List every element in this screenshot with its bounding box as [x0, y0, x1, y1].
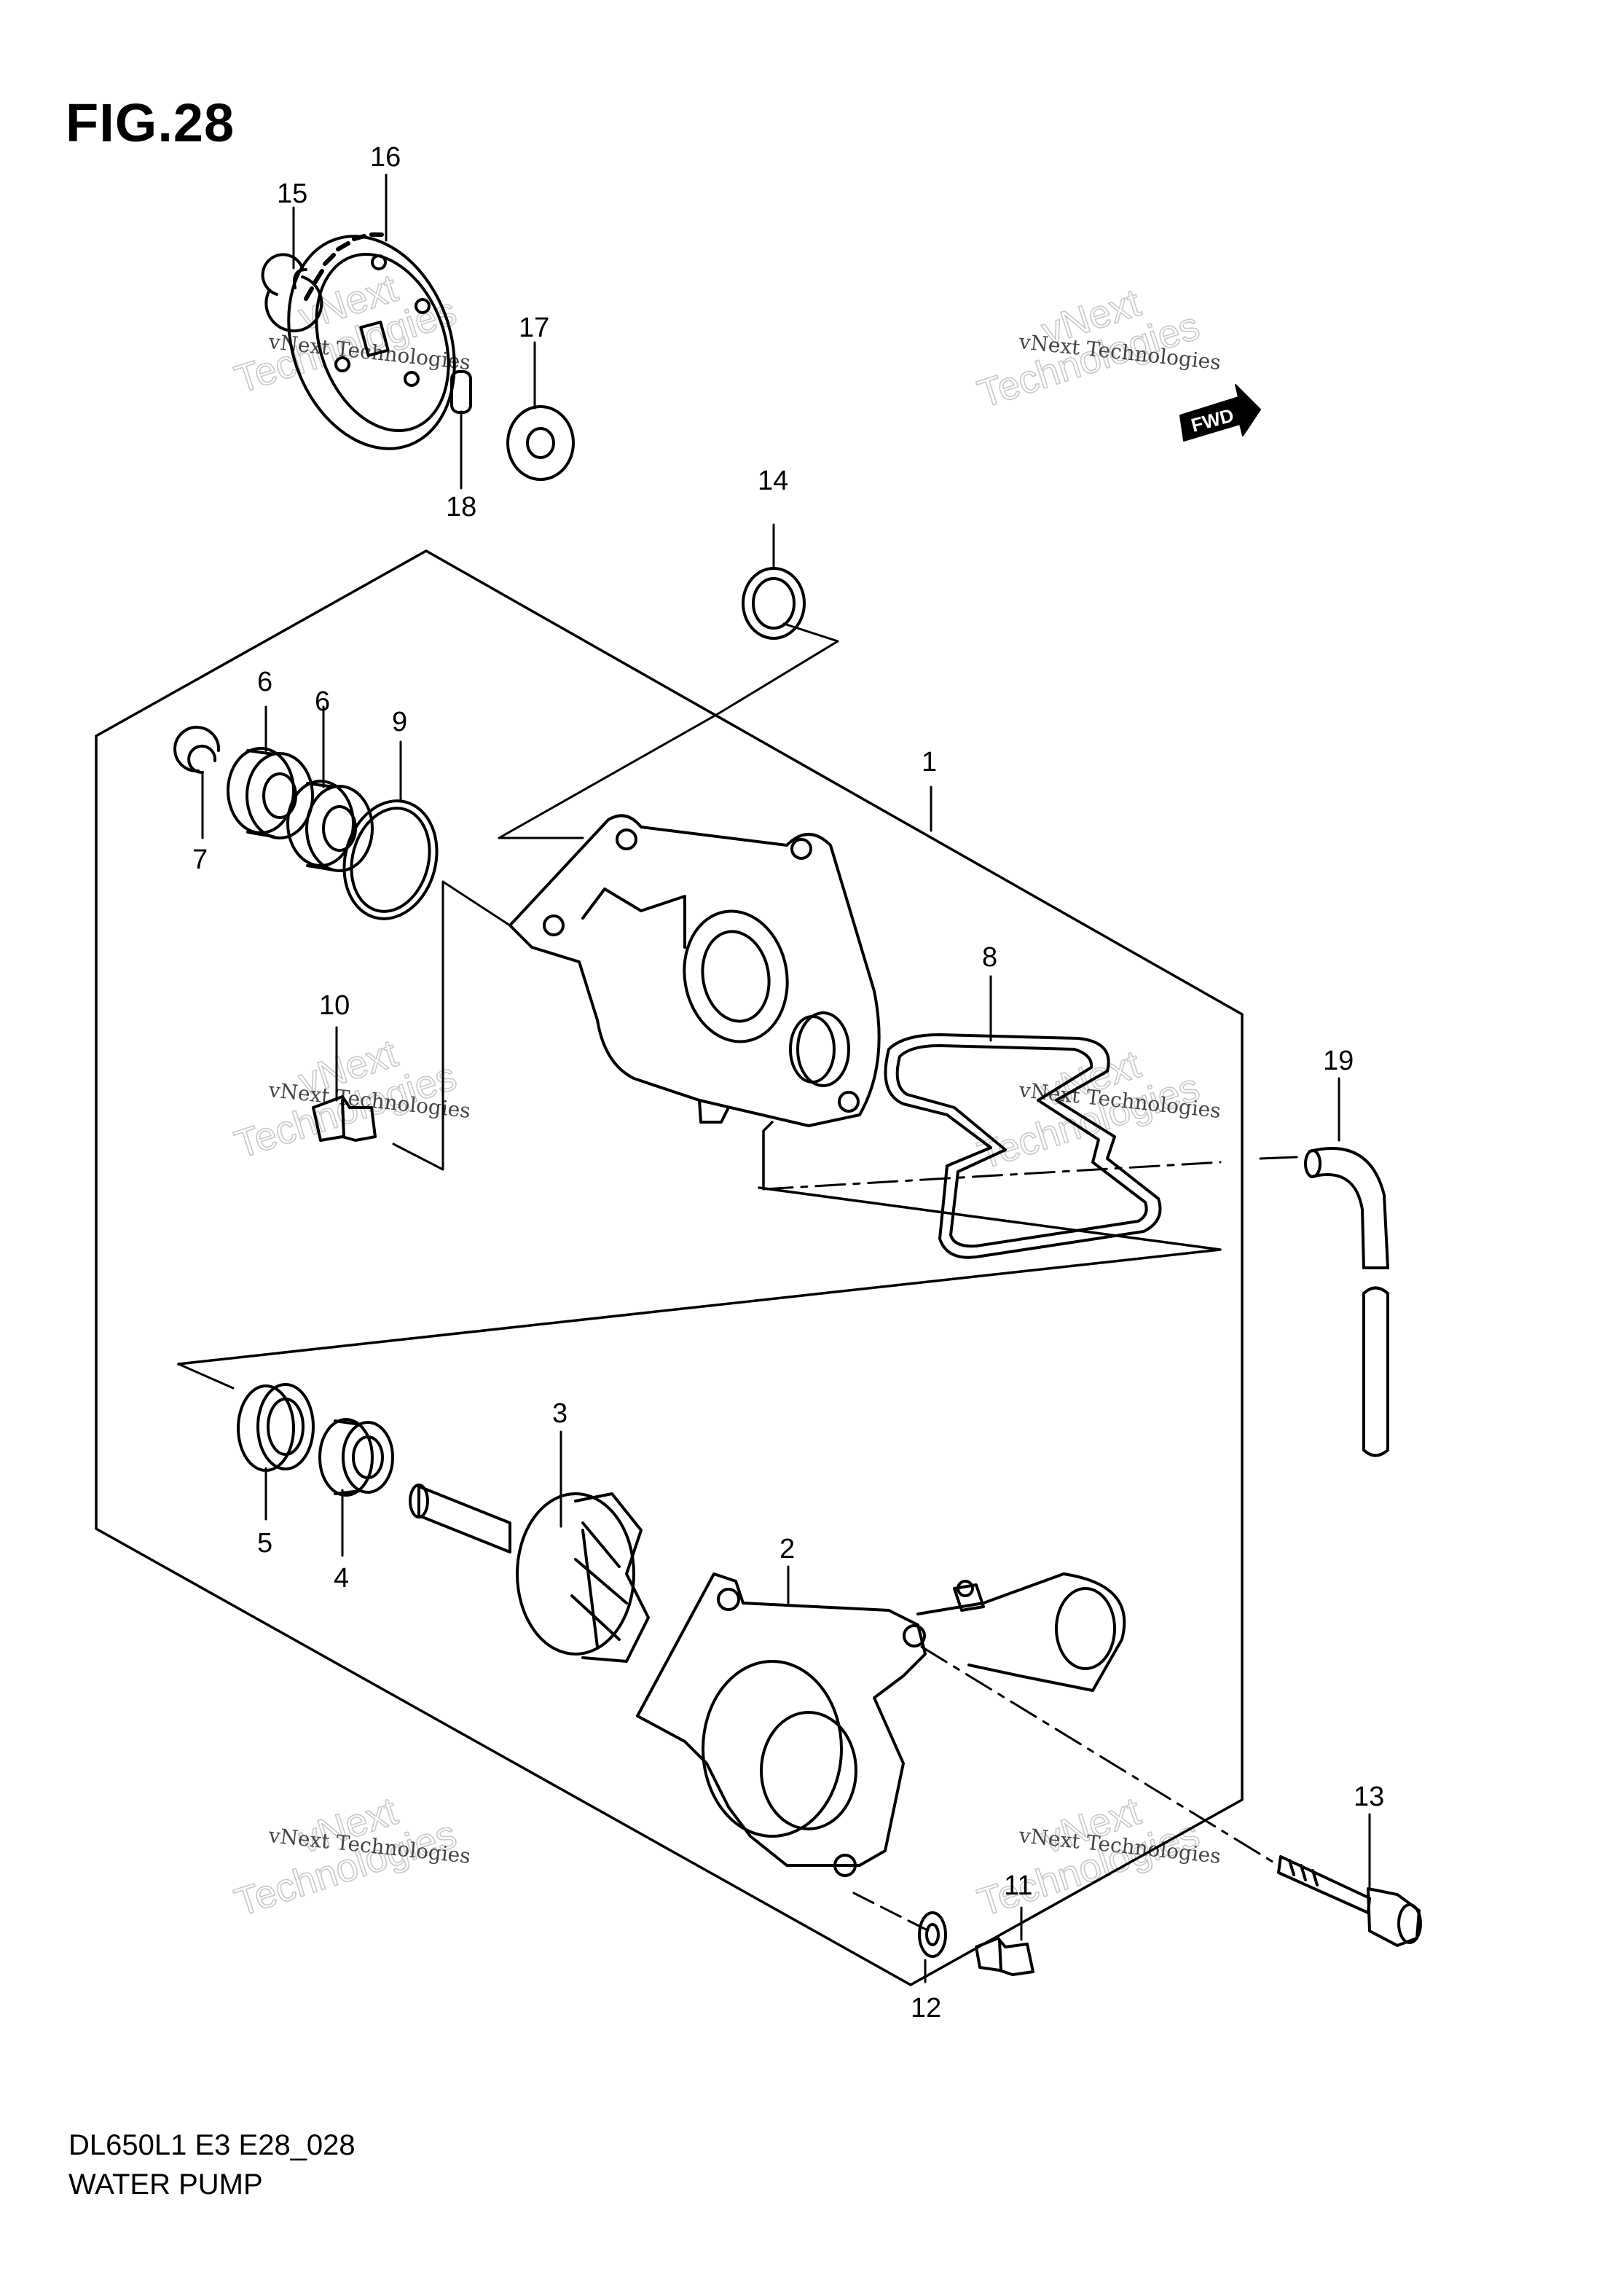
callout-5: 5 — [257, 1528, 272, 1559]
callout-2: 2 — [779, 1534, 795, 1564]
callout-labels: 1 2 3 4 5 6 6 7 8 9 10 11 12 13 14 15 16… — [192, 142, 1384, 2023]
oil-seal — [237, 1383, 315, 1472]
circlip — [261, 253, 323, 333]
pump-drive-gear — [287, 232, 456, 450]
callout-15: 15 — [277, 179, 307, 209]
fwd-label: FWD — [1189, 404, 1236, 436]
callout-14: 14 — [758, 466, 788, 496]
callout-7: 7 — [192, 845, 208, 875]
gasket — [884, 1033, 1162, 1259]
callout-16: 16 — [370, 142, 401, 173]
callout-1: 1 — [922, 747, 937, 777]
impeller-shaft — [409, 1484, 650, 1663]
callout-11: 11 — [1004, 1870, 1032, 1901]
pump-cover — [508, 814, 881, 1127]
bearing — [227, 747, 314, 839]
bolt-long — [1277, 1855, 1422, 1947]
bolt — [312, 1095, 377, 1142]
callout-13: 13 — [1354, 1782, 1384, 1812]
watermark: Technologies vNext — [229, 266, 462, 403]
washer — [506, 405, 575, 481]
callout-6a: 6 — [257, 667, 272, 697]
model-code: DL650L1 E3 E28_028 — [68, 2129, 356, 2161]
o-ring-large — [342, 799, 439, 920]
figure-title: FIG.28 — [66, 93, 235, 153]
o-ring — [742, 567, 806, 640]
callout-3: 3 — [552, 1398, 568, 1429]
watermarks: Technologies vNext Technologies vNext Te… — [229, 266, 1222, 1926]
callout-8: 8 — [982, 942, 997, 973]
circlip-small — [173, 726, 221, 775]
callout-10: 10 — [319, 990, 350, 1021]
callout-19: 19 — [1323, 1046, 1354, 1076]
figure-caption: WATER PUMP — [68, 2168, 263, 2201]
callout-4: 4 — [334, 1563, 349, 1594]
callout-leaders — [201, 173, 1371, 1983]
callout-17: 17 — [519, 313, 549, 343]
mechanical-seal — [318, 1418, 394, 1497]
callout-9: 9 — [392, 707, 407, 737]
bearing — [286, 780, 374, 872]
washer-small — [918, 1911, 947, 1958]
pump-case — [636, 1572, 1126, 1877]
forward-direction-marker: FWD — [1179, 384, 1261, 442]
callout-6b: 6 — [315, 686, 330, 717]
hose — [1304, 1147, 1389, 1457]
callout-12: 12 — [911, 1993, 941, 2023]
assembly-lines — [177, 622, 1298, 1932]
callout-18: 18 — [446, 492, 476, 522]
assembly-outline — [95, 549, 1244, 1986]
bolt-small — [975, 1937, 1034, 1976]
